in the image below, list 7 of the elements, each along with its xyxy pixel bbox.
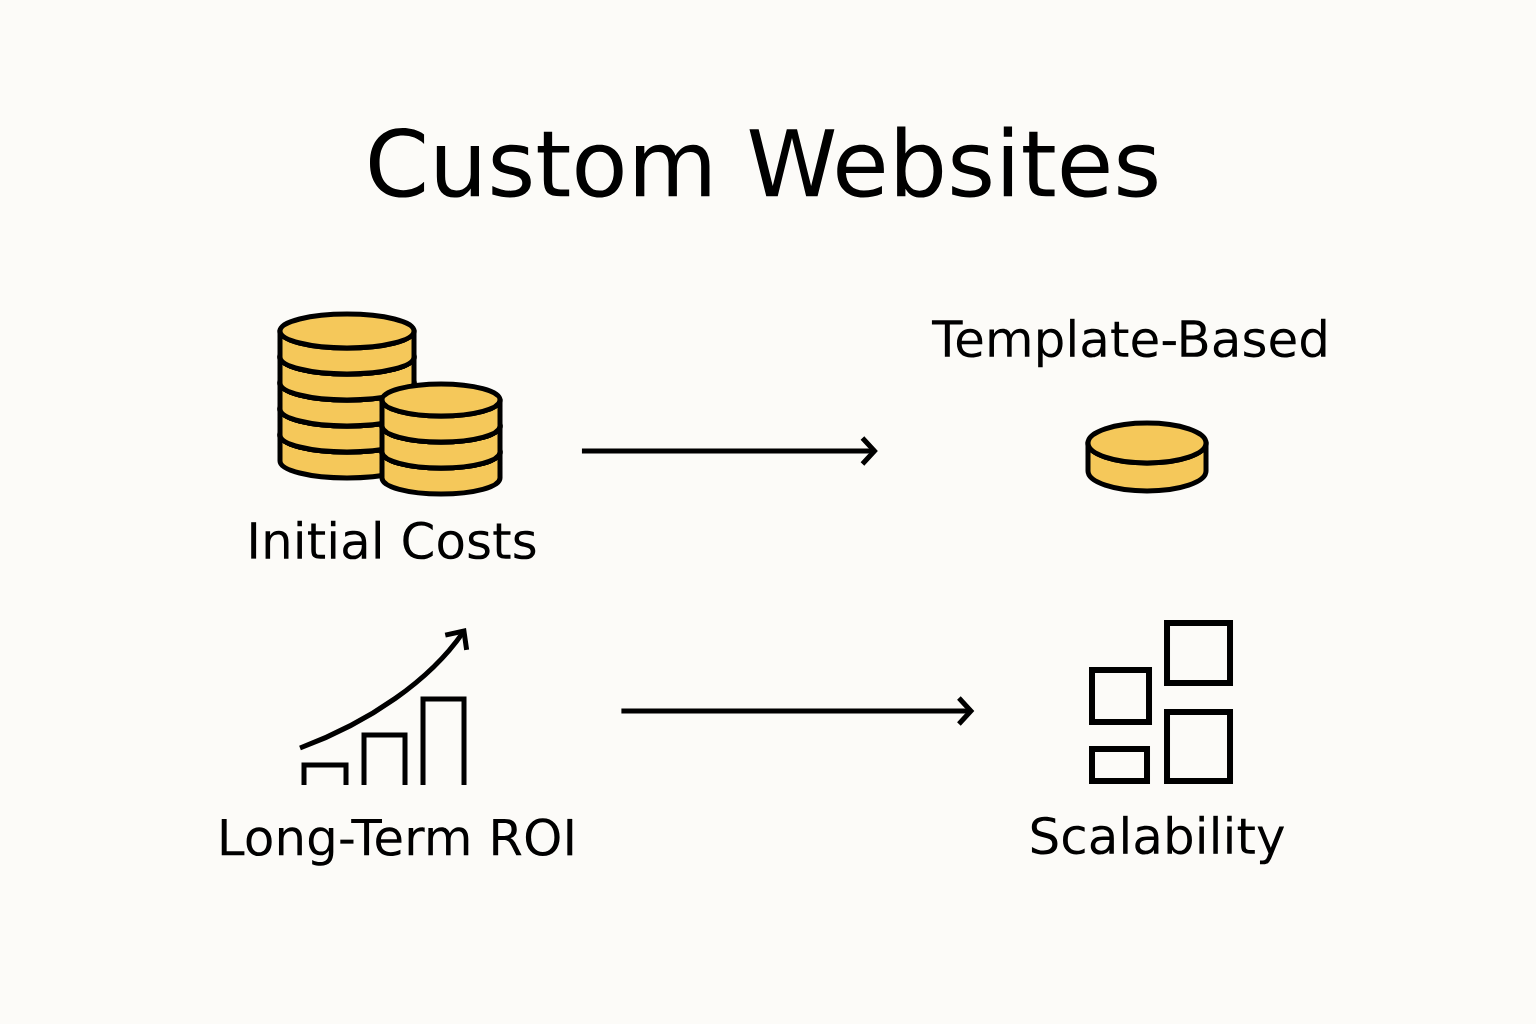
- arrow: [581, 436, 878, 466]
- label: Template-Based: [931, 318, 1326, 368]
- arrow: [621, 696, 975, 726]
- label: Initial Costs: [251, 520, 536, 560]
- label: Scalability: [1031, 815, 1285, 865]
- title: Custom Websites: [370, 126, 1157, 198]
- label: Long-Term ROI: [221, 818, 573, 866]
